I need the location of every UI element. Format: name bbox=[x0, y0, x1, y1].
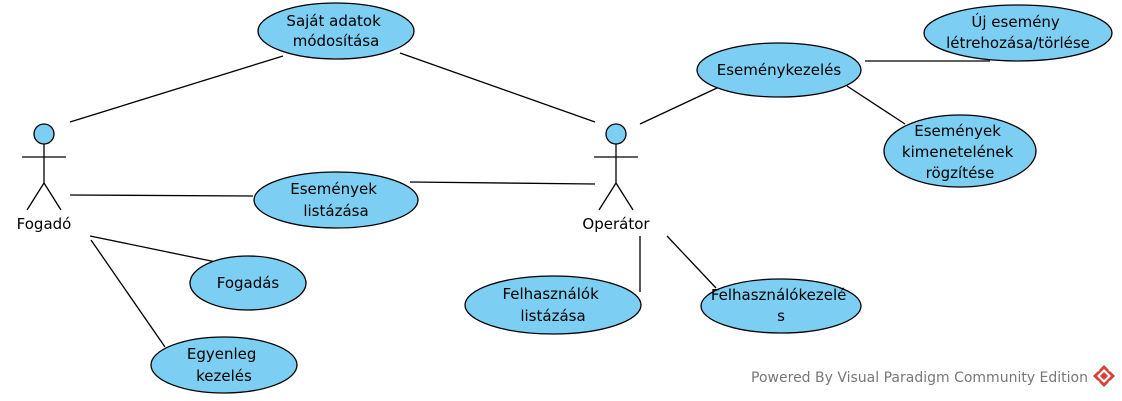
powered-by-text: Powered By Visual Paradigm Community Edi… bbox=[751, 370, 1088, 386]
use-case-esemenyek-listazasa[interactable]: Események listázása bbox=[253, 171, 419, 229]
assoc-operator-esemenyek-listazasa bbox=[409, 181, 596, 185]
use-case-label-line: Felhasználókezelé bbox=[711, 286, 847, 304]
actor-left-leg bbox=[26, 182, 45, 211]
use-case-ellipse bbox=[883, 114, 1037, 188]
use-case-esemenyek-kimenetelenek-rogzitese[interactable]: Események kimenetelének rögzítése bbox=[883, 114, 1037, 188]
use-case-ellipse bbox=[696, 42, 862, 98]
actor-head bbox=[605, 123, 627, 145]
visual-paradigm-logo-icon bbox=[1093, 365, 1115, 387]
assoc-operator-sajat-adatok bbox=[399, 52, 596, 123]
use-case-label-line: Események bbox=[914, 122, 1001, 140]
footer: Powered By Visual Paradigm Community Edi… bbox=[751, 365, 1115, 387]
use-case-label: Felhasználókezelé s bbox=[711, 286, 851, 325]
use-case-label: Új esemény létrehozása/törlése bbox=[946, 12, 1090, 52]
use-case-label-line: Események bbox=[290, 180, 377, 198]
assoc-operator-esemenykezeles bbox=[639, 87, 718, 125]
use-case-label-line: Új esemény bbox=[971, 12, 1060, 31]
use-case-label-line: kimenetelének bbox=[902, 143, 1014, 161]
use-case-label-line: Saját adatok bbox=[286, 12, 381, 30]
use-case-label: Saját adatok módosítása bbox=[286, 12, 385, 50]
use-case-label: Eseménykezelés bbox=[717, 61, 842, 79]
use-case-felhasznalok-listazasa[interactable]: Felhasználók listázása bbox=[464, 275, 642, 335]
use-case-label: Fogadás bbox=[217, 274, 280, 292]
assoc-fogado-egyenleg bbox=[90, 239, 166, 348]
use-case-ellipse bbox=[923, 4, 1113, 62]
use-case-label-line: Egyenleg bbox=[187, 345, 257, 363]
assoc-fogado-sajat-adatok bbox=[69, 55, 284, 123]
use-case-label-line: listázása bbox=[303, 202, 368, 220]
use-case-felhasznalokezeles[interactable]: Felhasználókezelé s bbox=[700, 278, 862, 334]
actor-right-leg bbox=[43, 182, 62, 211]
use-case-ellipse bbox=[700, 278, 862, 334]
assoc-fogado-esemenyek-listazasa bbox=[69, 194, 254, 197]
use-case-esemenykezeles[interactable]: Eseménykezelés bbox=[696, 42, 862, 98]
use-case-label: Felhasználók listázása bbox=[502, 285, 603, 325]
use-case-label-line: Fogadás bbox=[217, 274, 280, 292]
use-case-label-line: Felhasználók bbox=[502, 285, 599, 303]
assoc-operator-felhasznalokezeles bbox=[666, 235, 717, 289]
use-case-egyenleg-kezeles[interactable]: Egyenleg kezelés bbox=[150, 336, 298, 394]
use-case-label-line: módosítása bbox=[293, 32, 380, 50]
use-case-ellipse bbox=[253, 171, 419, 229]
use-case-ellipse bbox=[150, 336, 298, 394]
use-case-uj-esemeny-letrehozasa-torlese[interactable]: Új esemény létrehozása/törlése bbox=[923, 4, 1113, 62]
use-case-label: Egyenleg kezelés bbox=[187, 345, 261, 385]
use-case-label-line: listázása bbox=[520, 307, 585, 325]
actor-fogado[interactable]: Fogadó bbox=[17, 123, 72, 233]
use-case-sajat-adatok-modositasa[interactable]: Saját adatok módosítása bbox=[257, 2, 415, 60]
actor-operator[interactable]: Operátor bbox=[582, 123, 650, 233]
actor-right-leg bbox=[615, 182, 634, 211]
actor-left-leg bbox=[598, 182, 617, 211]
use-case-fogadas[interactable]: Fogadás bbox=[189, 255, 307, 311]
actor-label: Fogadó bbox=[17, 215, 72, 233]
use-case-label-line: rögzítése bbox=[926, 164, 995, 182]
use-case-ellipse bbox=[464, 275, 642, 335]
actor-label: Operátor bbox=[582, 215, 650, 233]
assoc-esemenykezeles-kimenetel bbox=[846, 85, 906, 125]
assoc-fogado-fogadas bbox=[89, 235, 217, 263]
actor-head bbox=[33, 123, 55, 145]
use-case-label: Események kimenetelének rögzítése bbox=[902, 122, 1018, 182]
use-case-label-line: létrehozása/törlése bbox=[946, 34, 1090, 52]
use-case-label-line: kezelés bbox=[196, 367, 252, 385]
use-case-label-line: s bbox=[777, 307, 785, 325]
use-case-ellipse bbox=[189, 255, 307, 311]
use-case-label-line: Eseménykezelés bbox=[717, 61, 842, 79]
use-case-label: Események listázása bbox=[290, 180, 381, 220]
associations bbox=[69, 52, 990, 348]
use-case-ellipse bbox=[257, 2, 415, 60]
